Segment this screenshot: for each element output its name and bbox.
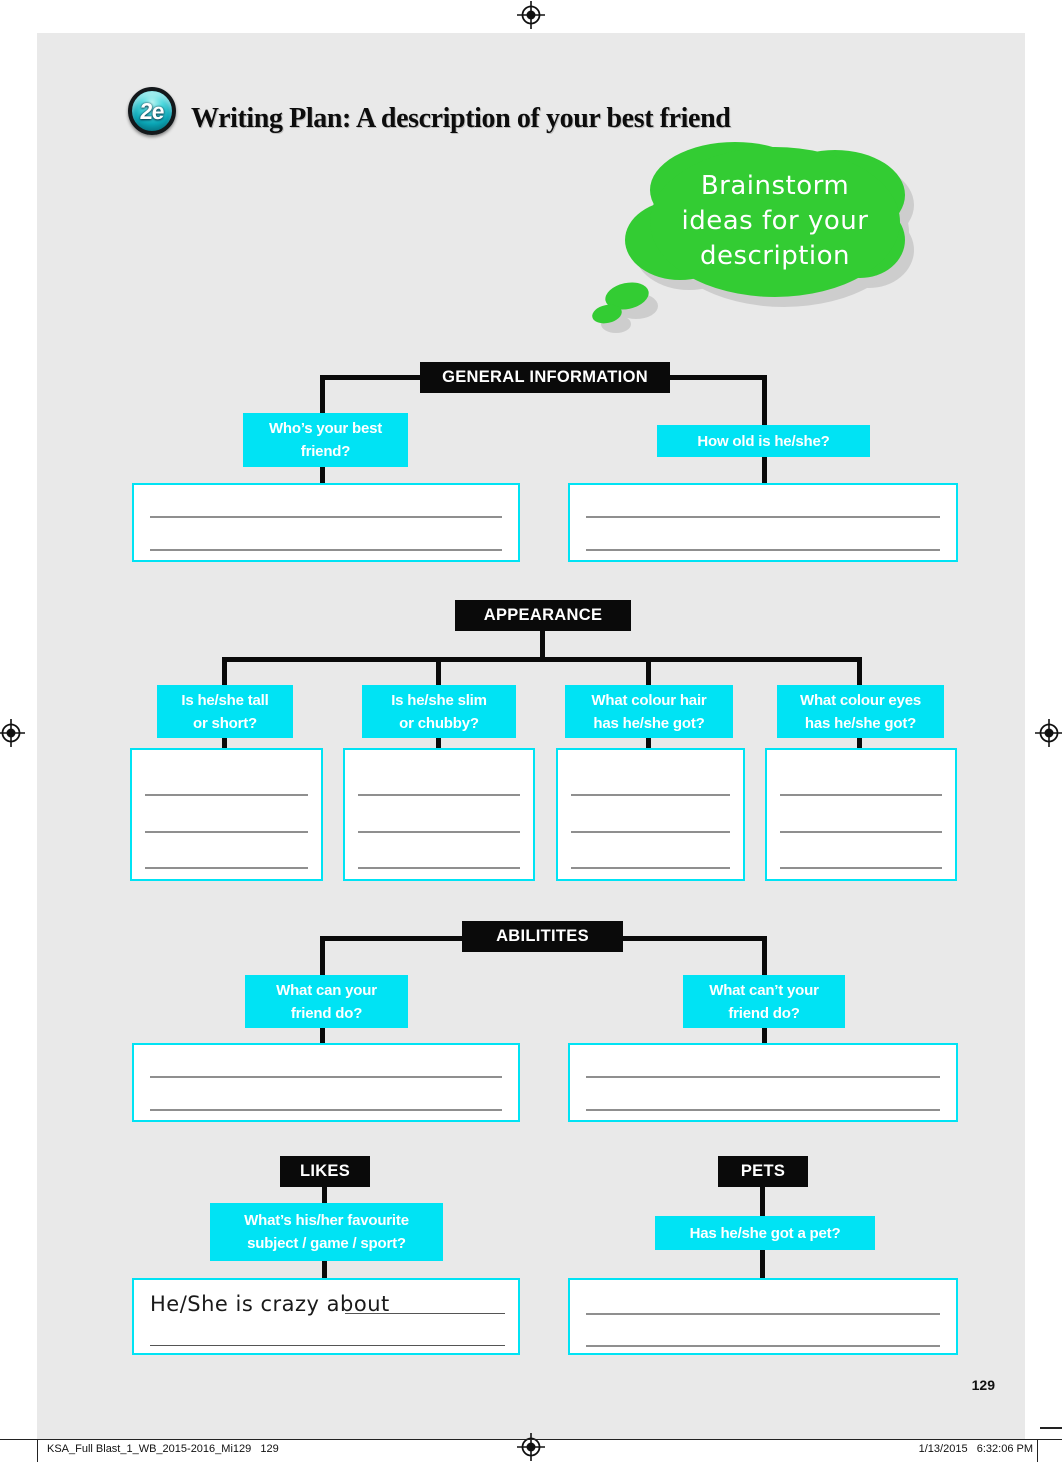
registration-mark-icon	[1035, 719, 1062, 747]
answer-prefix-text: He/She is crazy about	[150, 1292, 390, 1316]
writing-line	[586, 516, 940, 518]
title-text: A description of your best friend	[350, 103, 731, 134]
writing-line	[150, 549, 502, 551]
connector-line	[320, 467, 325, 483]
footer-rule	[0, 1439, 1062, 1440]
writing-line	[586, 1345, 940, 1347]
title-label: Writing Plan:	[191, 103, 351, 134]
bubble-line: description	[699, 241, 851, 271]
crop-tick	[37, 1439, 38, 1462]
crop-tick	[1040, 1427, 1062, 1429]
answer-box	[568, 483, 958, 562]
answer-box-likes: He/She is crazy about	[132, 1278, 520, 1355]
writing-line	[780, 867, 942, 869]
connector-line	[762, 936, 767, 975]
answer-box	[568, 1278, 958, 1355]
connector-line	[222, 657, 227, 685]
section-header-abilities: ABILITITES	[462, 921, 623, 952]
question-box-best-friend: Who’s your best friend?	[243, 413, 408, 467]
writing-line	[145, 794, 308, 796]
registration-mark-icon	[0, 719, 25, 747]
writing-line	[571, 794, 730, 796]
writing-line	[586, 1076, 940, 1078]
writing-line	[780, 831, 942, 833]
writing-line	[345, 1313, 505, 1314]
writing-line	[586, 1109, 940, 1111]
thought-bubble-icon	[592, 142, 914, 333]
writing-line	[145, 831, 308, 833]
connector-line	[857, 657, 862, 685]
connector-line	[436, 738, 441, 748]
connector-line	[857, 738, 862, 748]
question-box-hair-colour: What colour hair has he/she got?	[565, 685, 733, 738]
answer-box	[556, 748, 745, 881]
connector-line	[322, 1186, 327, 1203]
footer-imprint: KSA_Full Blast_1_WB_2015-2016_Mi129 129	[47, 1443, 279, 1455]
connector-line	[322, 1261, 327, 1278]
registration-mark-icon	[517, 1433, 545, 1461]
section-header-pets: PETS	[718, 1156, 808, 1187]
bubble-line: Brainstorm	[700, 171, 850, 201]
question-box-cant-do: What can’t your friend do?	[683, 975, 845, 1028]
bubble-line: ideas for your	[681, 206, 869, 236]
connector-line	[760, 1250, 765, 1278]
connector-line	[762, 457, 767, 483]
footer-timestamp: 1/13/2015 6:32:06 PM	[918, 1443, 1033, 1455]
connector-line	[222, 738, 227, 748]
connector-line	[320, 1028, 325, 1043]
writing-line	[150, 1345, 505, 1346]
writing-line	[150, 516, 502, 518]
question-box-eye-colour: What colour eyes has he/she got?	[777, 685, 944, 738]
writing-line	[358, 794, 520, 796]
thought-bubble-text: Brainstorm ideas for your description	[640, 169, 910, 274]
connector-line	[222, 657, 862, 662]
question-box-got-a-pet: Has he/she got a pet?	[655, 1216, 875, 1250]
writing-line	[571, 867, 730, 869]
connector-line	[646, 657, 651, 685]
writing-line	[586, 1313, 940, 1315]
registration-mark-icon	[517, 1, 545, 29]
section-header-general-information: GENERAL INFORMATION	[420, 362, 670, 393]
answer-box	[343, 748, 535, 881]
connector-line	[762, 1028, 767, 1043]
writing-line	[145, 867, 308, 869]
connector-line	[762, 375, 767, 425]
section-header-appearance: APPEARANCE	[455, 600, 631, 631]
badge-label: 2e	[139, 97, 165, 124]
connector-line	[646, 738, 651, 748]
answer-box	[568, 1043, 958, 1122]
connector-line	[540, 630, 545, 660]
question-box-tall-short: Is he/she tall or short?	[157, 685, 293, 738]
writing-line	[358, 831, 520, 833]
writing-line	[358, 867, 520, 869]
writing-line	[780, 794, 942, 796]
question-box-favourite-subject: What’s his/her favourite subject / game …	[210, 1203, 443, 1261]
writing-line	[150, 1109, 502, 1111]
connector-line	[320, 936, 325, 975]
answer-box	[132, 483, 520, 562]
question-box-can-do: What can your friend do?	[245, 975, 408, 1028]
answer-box	[132, 1043, 520, 1122]
connector-line	[320, 375, 325, 417]
question-box-how-old: How old is he/she?	[657, 425, 870, 457]
connector-line	[760, 1186, 765, 1216]
writing-line	[571, 831, 730, 833]
section-header-likes: LIKES	[280, 1156, 370, 1187]
page-title: Writing Plan: A description of your best…	[191, 103, 731, 135]
writing-line	[586, 549, 940, 551]
answer-box	[765, 748, 957, 881]
section-badge-2e: 2e	[128, 87, 176, 135]
question-box-slim-chubby: Is he/she slim or chubby?	[362, 685, 516, 738]
writing-line	[150, 1076, 502, 1078]
crop-tick	[1037, 1439, 1038, 1462]
connector-line	[436, 657, 441, 685]
answer-box	[130, 748, 323, 881]
page-number: 129	[971, 1377, 995, 1393]
